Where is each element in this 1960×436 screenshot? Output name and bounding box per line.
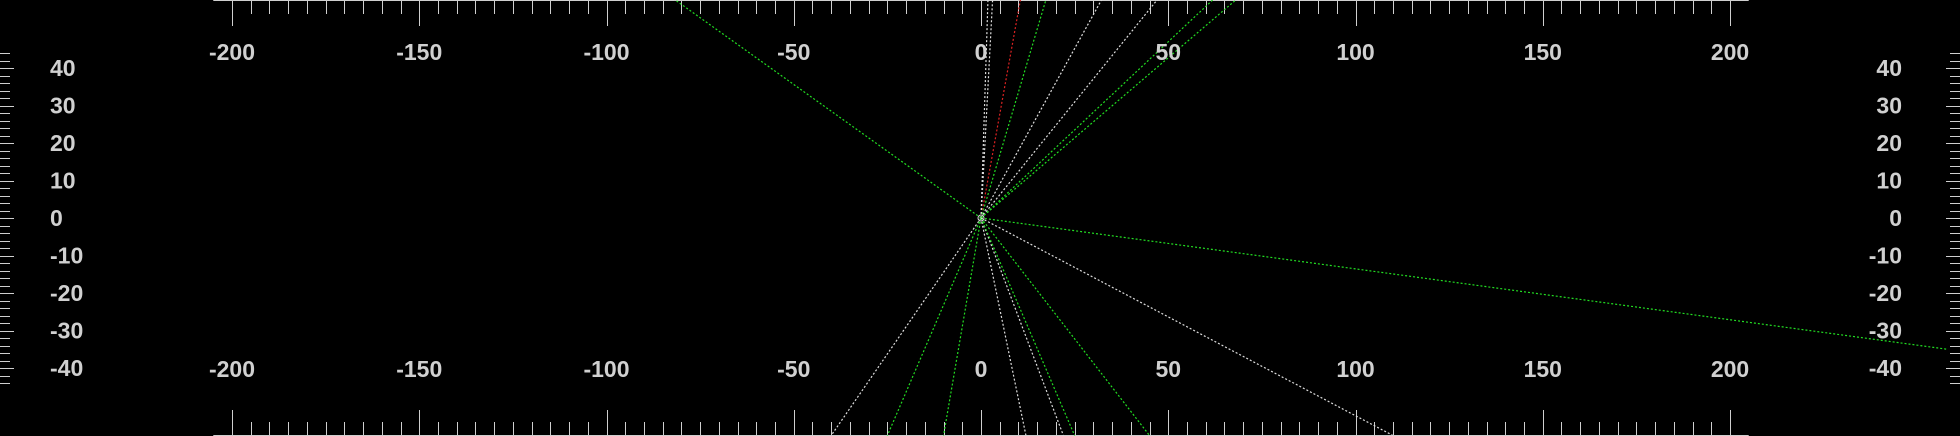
right-y-tick-label: 0 xyxy=(1889,205,1902,231)
bottom-x-tick-label: 50 xyxy=(1155,356,1181,382)
right-y-tick-label: 20 xyxy=(1876,130,1902,156)
left-y-tick-label: 40 xyxy=(50,55,76,81)
top-x-tick-label: -150 xyxy=(396,39,442,65)
top-x-tick-label: 150 xyxy=(1524,39,1562,65)
track-green xyxy=(980,217,1948,350)
track-white xyxy=(980,0,994,219)
right-y-tick-label: 30 xyxy=(1876,93,1902,119)
right-y-tick-label: -40 xyxy=(1869,355,1902,381)
bottom-x-tick-label: -150 xyxy=(396,356,442,382)
top-x-tick-label: -100 xyxy=(583,39,629,65)
track-white xyxy=(980,217,1064,436)
right-y-tick-label: -20 xyxy=(1869,280,1902,306)
top-x-tick-label: 50 xyxy=(1155,39,1181,65)
right-y-tick-label: 10 xyxy=(1876,168,1902,194)
track-white xyxy=(980,217,1027,436)
bottom-x-tick-label: 100 xyxy=(1336,356,1374,382)
left-y-tick-label: -30 xyxy=(50,318,83,344)
track-green xyxy=(980,217,1150,436)
track-green xyxy=(886,217,982,436)
track-green xyxy=(980,0,1214,219)
left-y-tick-label: 20 xyxy=(50,130,76,156)
bottom-x-tick-label: -200 xyxy=(209,356,255,382)
bottom-x-tick-label: -100 xyxy=(583,356,629,382)
top-x-tick-label: -50 xyxy=(777,39,810,65)
top-x-tick-label: 100 xyxy=(1336,39,1374,65)
track-white xyxy=(830,217,982,436)
vertex-marker xyxy=(977,214,985,222)
left-y-tick-label: -20 xyxy=(50,280,83,306)
left-y-tick-label: -40 xyxy=(50,355,83,381)
left-y-tick-label: 10 xyxy=(50,168,76,194)
bottom-x-tick-label: -50 xyxy=(777,356,810,382)
right-y-tick-label: 40 xyxy=(1876,55,1902,81)
bottom-x-tick-label: 150 xyxy=(1524,356,1562,382)
left-y-tick-label: 0 xyxy=(50,205,63,231)
particle-tracks xyxy=(674,0,1948,436)
left-y-tick-label: -10 xyxy=(50,243,83,269)
right-y-tick-label: -10 xyxy=(1869,243,1902,269)
track-white xyxy=(980,217,1394,436)
bottom-x-tick-label: 200 xyxy=(1711,356,1749,382)
left-y-tick-label: 30 xyxy=(50,93,76,119)
track-green xyxy=(942,217,982,436)
top-x-tick-label: -200 xyxy=(209,39,255,65)
track-green xyxy=(980,0,1047,219)
track-white xyxy=(980,0,1103,219)
track-green xyxy=(674,0,982,219)
right-y-tick-label: -30 xyxy=(1869,318,1902,344)
track-white xyxy=(980,0,989,219)
track-green xyxy=(980,217,1076,436)
bottom-x-tick-label: 0 xyxy=(975,356,988,382)
top-x-tick-label: 0 xyxy=(975,39,988,65)
axis-labels: -200-200-150-150-100-100-50-500050501001… xyxy=(50,39,1902,382)
top-x-tick-label: 200 xyxy=(1711,39,1749,65)
